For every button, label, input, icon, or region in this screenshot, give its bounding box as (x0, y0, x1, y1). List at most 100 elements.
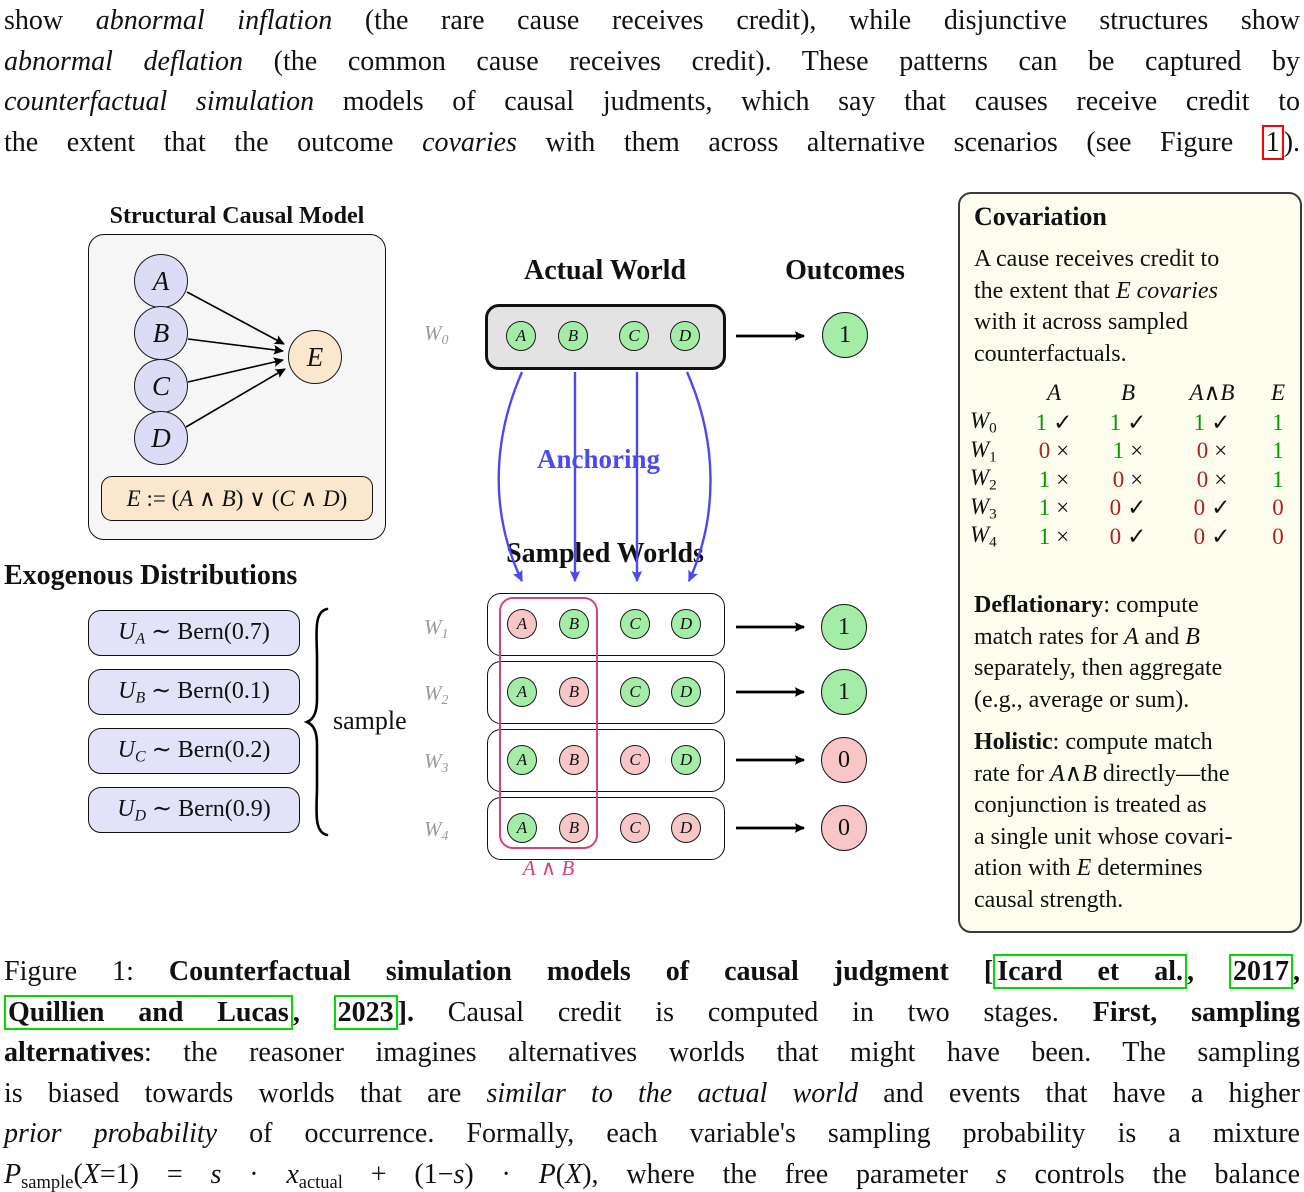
text-segment: s (453, 1158, 465, 1190)
scm-node-c: C (134, 359, 188, 413)
text-segment: 0 (989, 419, 997, 437)
match-mark: × (1056, 438, 1070, 464)
scm-node-label: A (152, 265, 170, 296)
text-segment: counterfactual simulation (4, 86, 315, 117)
cell-value: 1 (1038, 523, 1051, 549)
citation-link[interactable]: 2017 (1229, 954, 1294, 989)
text-line: Figure 1: Counterfactual simulation mode… (4, 952, 1300, 993)
text-segment: x (286, 1158, 299, 1190)
outcome-node-w1: 1 (821, 604, 867, 650)
match-mark: × (1130, 438, 1144, 464)
text-segment: (e.g., average or sum). (974, 686, 1190, 713)
text-segment: , (1293, 956, 1301, 987)
cell-value: 0 (1272, 495, 1284, 521)
scm-node-b: B (134, 306, 188, 360)
var-node-d: D (671, 609, 701, 639)
dist-box-ua: UA ∼ Bern(0.7) (88, 610, 300, 656)
text-line: show abnormal inflation (the rare cause … (4, 1, 1300, 42)
figure-reference-link[interactable]: 1 (1261, 124, 1284, 160)
text-segment: ), where the free parameter (582, 1158, 996, 1190)
text-segment: Figure 1: (4, 956, 169, 987)
table-cell: 1× (1018, 467, 1090, 493)
text-segment: B (561, 856, 575, 880)
text-segment: determines (1091, 855, 1203, 881)
var-node-d: D (670, 321, 700, 351)
text-segment: W (970, 522, 990, 547)
header-cell: E (1270, 380, 1286, 405)
text-segment: (the rare cause receives credit), while … (332, 5, 1300, 36)
text-segment: causal strength. (974, 886, 1124, 913)
text-segment: ∼ Bern(0.1) (145, 678, 270, 705)
text-segment: controls the balance (1006, 1158, 1301, 1190)
text-line: separately, then aggregate (974, 653, 1294, 685)
cell-value: 0 (1109, 495, 1122, 521)
table-cell: 1× (1018, 524, 1090, 550)
text-segment: W (970, 465, 990, 490)
text-segment: U (117, 737, 136, 764)
text-segment: : compute (1103, 592, 1199, 618)
text-segment: P (538, 1158, 556, 1190)
outcome-arrows (736, 331, 806, 833)
intro-paragraph: show abnormal inflation (the rare cause … (4, 1, 1300, 163)
citation-link[interactable]: 2023 (333, 994, 398, 1030)
text-segment: models of causal judments, which say tha… (314, 86, 1300, 117)
text-segment: and events that have a higher (857, 1077, 1300, 1109)
text-segment: similar to the actual world (486, 1077, 858, 1109)
text-line: rate for A∧B directly—the (974, 759, 1294, 791)
text-segment: A (1123, 623, 1139, 650)
cell-value: 0 (1038, 438, 1051, 464)
cell-value: 0 (1272, 523, 1284, 549)
conjunction-label: A ∧ B (499, 856, 598, 881)
text-segment: Holistic (974, 729, 1053, 755)
text-segment: 1 (989, 447, 997, 465)
text-segment: ) (339, 485, 348, 511)
text-segment: + (1− (342, 1158, 454, 1190)
text-segment: A (522, 856, 536, 880)
actual-world-title: Actual World (523, 255, 687, 286)
text-line: the extent that E covaries (974, 276, 1294, 308)
var-node-b: B (559, 745, 589, 775)
row-label: W2 (966, 465, 1018, 494)
text-segment: , (1187, 956, 1230, 987)
text-segment: with it across sampled (974, 309, 1188, 335)
text-segment: a single unit whose covari- (974, 823, 1233, 850)
actual-world-box: A B C D (485, 304, 726, 370)
cell-value: 1 (1272, 409, 1284, 435)
covariation-description: A cause receives credit to the extent th… (974, 244, 1294, 370)
text-line: A cause receives credit to (974, 244, 1294, 276)
text-line: counterfactuals. (974, 339, 1294, 371)
text-segment: W (424, 321, 442, 345)
text-segment: D (134, 807, 147, 825)
citation-link[interactable]: Icard et al. (993, 954, 1188, 989)
text-segment: C (279, 485, 295, 511)
outcome-node-w2: 1 (821, 669, 867, 715)
text-segment: E (1076, 855, 1092, 881)
cell-value: 0 (1193, 495, 1206, 521)
text-segment: abnormal inflation (95, 5, 333, 36)
text-segment: ∼ Bern(0.7) (145, 619, 270, 646)
text-segment: ) · (464, 1158, 539, 1190)
cell-value: 1 (1038, 466, 1051, 492)
text-segment: U (118, 619, 136, 646)
text-segment: W (970, 493, 990, 519)
var-node-a: A (506, 321, 536, 351)
sampled-world-box-1: A B C D (487, 593, 725, 656)
dist-box-ub: UB ∼ Bern(0.1) (88, 669, 300, 715)
text-segment: E covaries (1115, 277, 1218, 304)
table-header-row: A B A∧B E (966, 378, 1298, 408)
citation-link[interactable]: Quillien and Lucas (4, 994, 293, 1030)
text-segment: conjunction is treated as (974, 792, 1207, 818)
text-segment: abnormal deflation (4, 45, 244, 77)
anchoring-label: Anchoring (537, 444, 661, 474)
dist-formula: UB ∼ Bern(0.1) (118, 676, 270, 707)
var-node-a: A (507, 609, 537, 639)
var-node-c: C (620, 677, 650, 707)
scm-node-e: E (288, 330, 342, 384)
text-segment: show (4, 5, 96, 36)
match-mark: ✓ (1211, 495, 1231, 521)
var-node-c: C (620, 813, 650, 843)
cell-value: 1 (1112, 438, 1125, 464)
table-cell: 0 (1258, 495, 1298, 521)
scm-title: Structural Causal Model (109, 203, 365, 229)
